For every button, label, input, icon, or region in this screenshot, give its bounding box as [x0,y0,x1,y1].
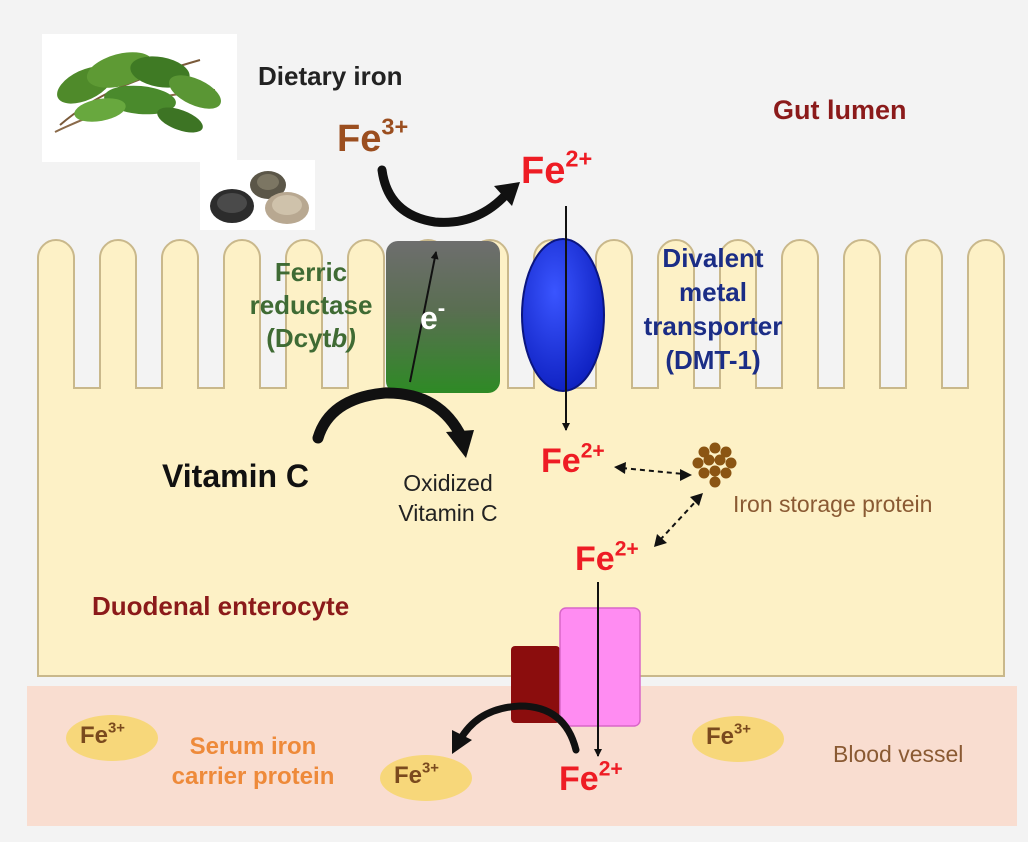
fe2-lumen-label: Fe2+ [521,145,593,192]
reduction-arrowhead [494,182,520,206]
fe3-oval-right [692,716,784,762]
vitamin-c-curved-arrow [312,387,468,444]
electron-transfer-arrow [409,251,439,383]
ferroportin-protein [559,607,641,727]
serum-iron-carrier-label: Serum iron carrier protein [171,733,335,790]
vitamin-c-label: Vitamin C [162,458,309,494]
dmt1-transporter-protein [521,238,605,392]
fe3-serum-left-label: Fe3+ [80,720,125,749]
iron-storage-protein-label: Iron storage protein [733,491,933,517]
vitamin-c-arrowhead [446,430,474,458]
blood-vessel-label: Blood vessel [833,741,964,767]
storage-dashed-arrow-2 [654,493,703,547]
clams-image [200,160,315,230]
duodenal-enterocyte-label: Duodenal enterocyte [92,591,350,621]
reduction-curved-arrow [377,165,515,227]
leafy-greens-image [42,34,237,162]
gut-lumen-label: Gut lumen [773,95,907,125]
dietary-iron-label: Dietary iron [258,61,403,91]
ferric-reductase-label: Ferric reductase (Dcytb) [249,257,373,353]
fe3-lumen-label: Fe3+ [337,113,409,160]
fe3-oval-center [380,755,472,801]
storage-dashed-arrow-1 [614,462,692,481]
fe2-cytosol-label: Fe2+ [541,439,605,480]
electron-label: e- [420,295,446,336]
iron-storage-protein-icon [692,442,737,488]
fe2-blood-label: Fe2+ [559,757,623,798]
fe3-oval-left [66,715,158,761]
oxidation-arrowhead [452,730,472,754]
dmt1-label: Divalent metal transporter (DMT-1) [643,243,783,375]
enterocyte-cell [37,239,1005,677]
fe2-basolateral-label: Fe2+ [575,537,639,578]
fe3-serum-center-label: Fe3+ [394,760,439,789]
fe3-serum-right-label: Fe3+ [706,721,751,750]
oxidation-curved-arrow [456,702,580,754]
oxidized-vitamin-c-label: Oxidized Vitamin C [398,470,498,526]
